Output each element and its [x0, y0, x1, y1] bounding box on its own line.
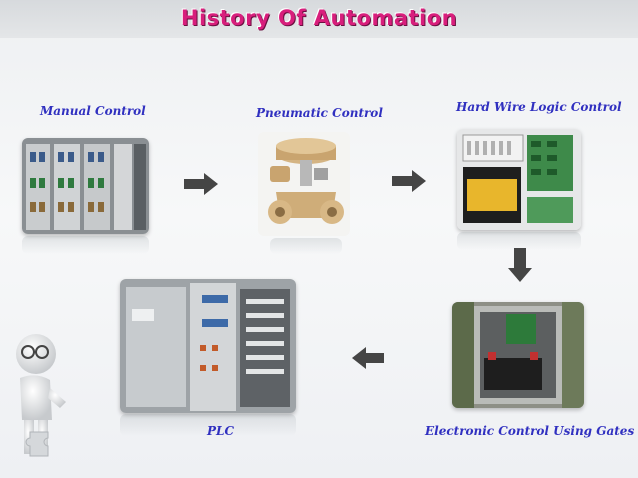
step-label-hard-wire-logic-control: Hard Wire Logic Control — [456, 100, 622, 114]
pneumatic-control-reflection — [270, 238, 342, 254]
arrow-right-icon — [392, 170, 426, 192]
arrow-down-icon — [508, 248, 532, 282]
plc-cabinet-photo — [120, 279, 296, 413]
hard-wire-logic-reflection — [457, 232, 581, 250]
plc-reflection — [120, 414, 296, 436]
step-label-pneumatic-control: Pneumatic Control — [256, 106, 383, 120]
slide-title: History Of Automation — [180, 6, 458, 30]
hard-wire-logic-board-photo — [457, 129, 581, 230]
pneumatic-valve-photo — [258, 132, 350, 236]
manual-control-panel-photo — [22, 138, 149, 234]
step-label-plc: PLC — [207, 424, 235, 438]
step-label-manual-control: Manual Control — [40, 104, 146, 118]
step-label-electronic-control-using-gates: Electronic Control Using Gates — [425, 424, 635, 438]
manual-control-reflection — [22, 236, 149, 254]
electronic-control-cabinet-photo — [452, 302, 584, 408]
thinking-figure-icon — [6, 328, 76, 468]
arrow-left-icon — [352, 347, 384, 369]
arrow-right-icon — [184, 173, 218, 195]
header-band — [0, 0, 638, 38]
